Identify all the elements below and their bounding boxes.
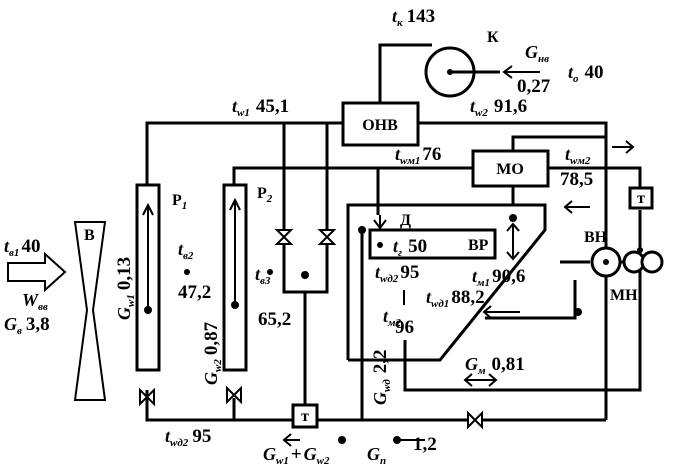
gp-label: Gп <box>367 444 386 467</box>
vr-label: ВР <box>468 237 489 254</box>
t-bottom-label: т <box>301 408 309 425</box>
gsum-label: Gw1+Gw2 <box>263 444 330 467</box>
tv3-value: 65,2 <box>258 309 291 330</box>
tm2-value: 96 <box>395 317 414 338</box>
b-label: В <box>84 227 95 244</box>
gnv-label: Gнв <box>525 42 549 65</box>
valve-mix-left <box>274 229 294 245</box>
valve-mix-right <box>317 229 337 245</box>
onv-box <box>341 101 420 147</box>
valve-p1 <box>139 387 155 407</box>
valve-bottom <box>467 410 483 430</box>
mn-label: МН <box>610 287 638 304</box>
gw1-label: Gw10,13 <box>114 257 137 320</box>
tv2-label: tв2 <box>178 239 194 262</box>
inlet-arrow <box>7 251 67 293</box>
pipe-m1-line <box>485 280 577 320</box>
twm2-label: twм2 <box>565 144 591 167</box>
gp-value: 1,2 <box>413 434 437 455</box>
mo-label: МО <box>496 161 524 178</box>
tv2-value: 47,2 <box>178 282 211 303</box>
t-right-label: т <box>637 190 645 207</box>
k-label: К <box>487 29 499 46</box>
valve-p2 <box>226 385 242 405</box>
onv-label: ОНВ <box>362 117 398 134</box>
t-block-bottom <box>291 403 319 429</box>
pipe-m2 <box>403 210 642 392</box>
t-block-right <box>628 186 654 210</box>
wvv-label: Wвв <box>22 290 48 313</box>
pipe-onv-k <box>378 43 432 103</box>
vn-label: ВН <box>584 229 608 246</box>
pipe-top-right <box>418 121 608 420</box>
pipe-top-left <box>145 121 343 190</box>
pipe-mo-right <box>548 166 642 190</box>
pipe-mix-1 <box>282 123 329 294</box>
gwd-label: Gwд2,2 <box>370 349 393 405</box>
gw2-label: Gw20,87 <box>201 321 224 385</box>
mn-pump-b <box>640 250 664 274</box>
d-label: Д <box>400 212 411 229</box>
mo-box <box>471 149 550 188</box>
gnv-value: 0,27 <box>517 76 551 97</box>
twm2-value: 78,5 <box>560 169 593 190</box>
vr-box <box>368 228 497 260</box>
pipe-d-left <box>346 203 547 362</box>
p1-label: Р1 <box>172 192 187 212</box>
tm2-label: tм2 <box>383 306 402 329</box>
pipe-p2-top <box>232 166 473 185</box>
tv3-label: tв3 <box>255 264 271 287</box>
fan-b <box>73 221 107 401</box>
p2-label: Р2 <box>257 185 273 205</box>
pipe-mo-top <box>511 135 606 150</box>
pipe-bottom <box>145 390 606 422</box>
